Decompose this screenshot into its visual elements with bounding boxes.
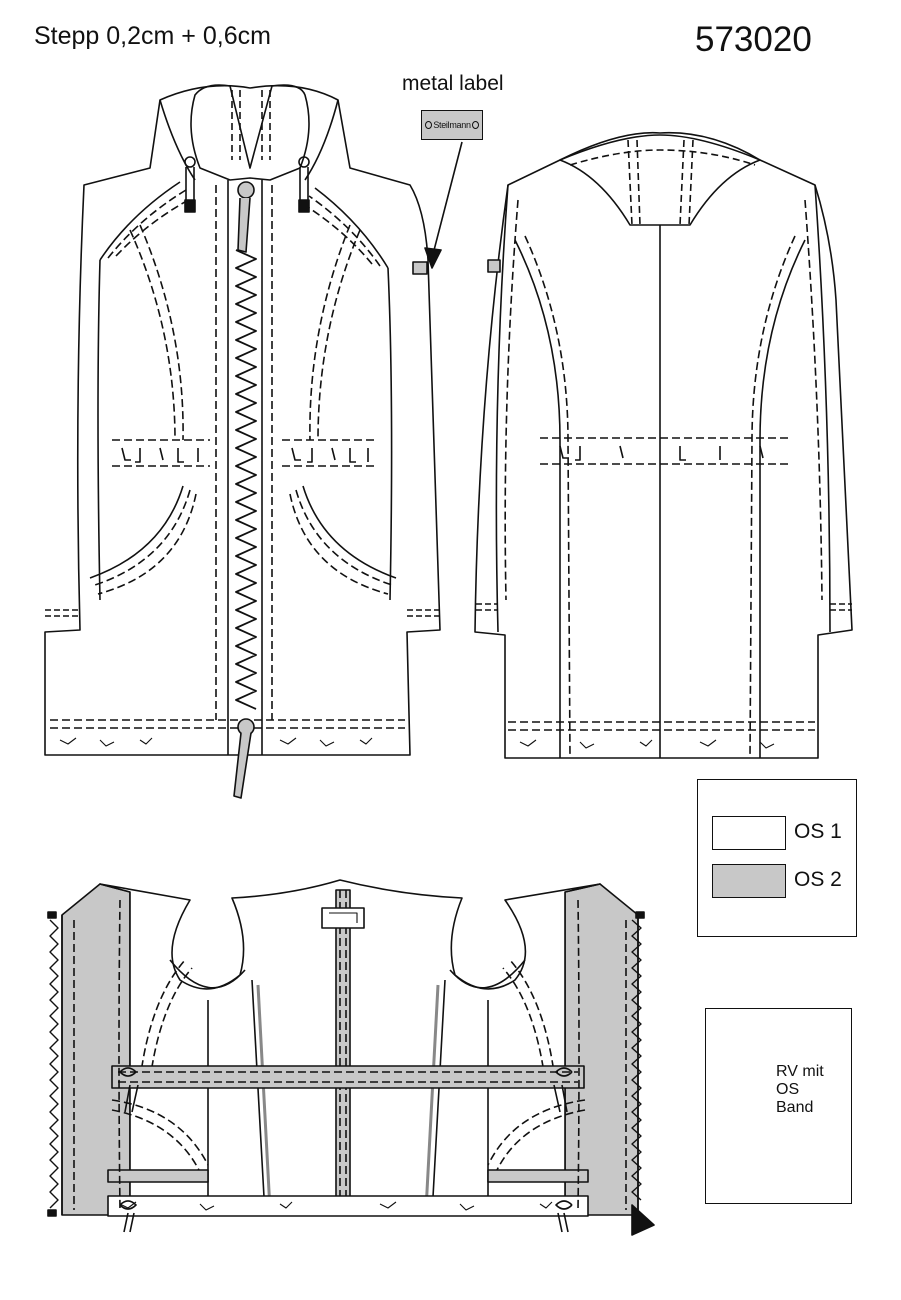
article-number: 573020 (695, 20, 812, 59)
back-view (474, 131, 853, 759)
legend-swatch-os2 (712, 864, 786, 898)
zipper-detail-box: RV mit OS Band (705, 1008, 852, 1204)
zipper-line-2: OS (776, 1081, 800, 1098)
zipper-detail-text: RV mit OS Band (776, 1063, 824, 1117)
legend-label-os2: OS 2 (794, 868, 842, 891)
legend-swatch-os1 (712, 816, 786, 850)
stitch-note: Stepp 0,2cm + 0,6cm (34, 22, 271, 50)
rivet-icon (471, 121, 479, 129)
front-view (44, 84, 441, 799)
zipper-line-1: RV mit (776, 1063, 824, 1080)
metal-label-brand: Steilmann (433, 120, 471, 130)
legend-label-os1: OS 1 (794, 820, 842, 843)
metal-label-badge: Steilmann (421, 110, 483, 140)
arrow-head-icon (424, 247, 442, 269)
metal-label-caption: metal label (402, 72, 504, 95)
color-legend: OS 1 OS 2 (697, 779, 857, 937)
label-arrow (431, 141, 463, 259)
rivet-icon (425, 121, 433, 129)
zipper-line-3: Band (776, 1099, 814, 1116)
inside-view (47, 879, 655, 1236)
